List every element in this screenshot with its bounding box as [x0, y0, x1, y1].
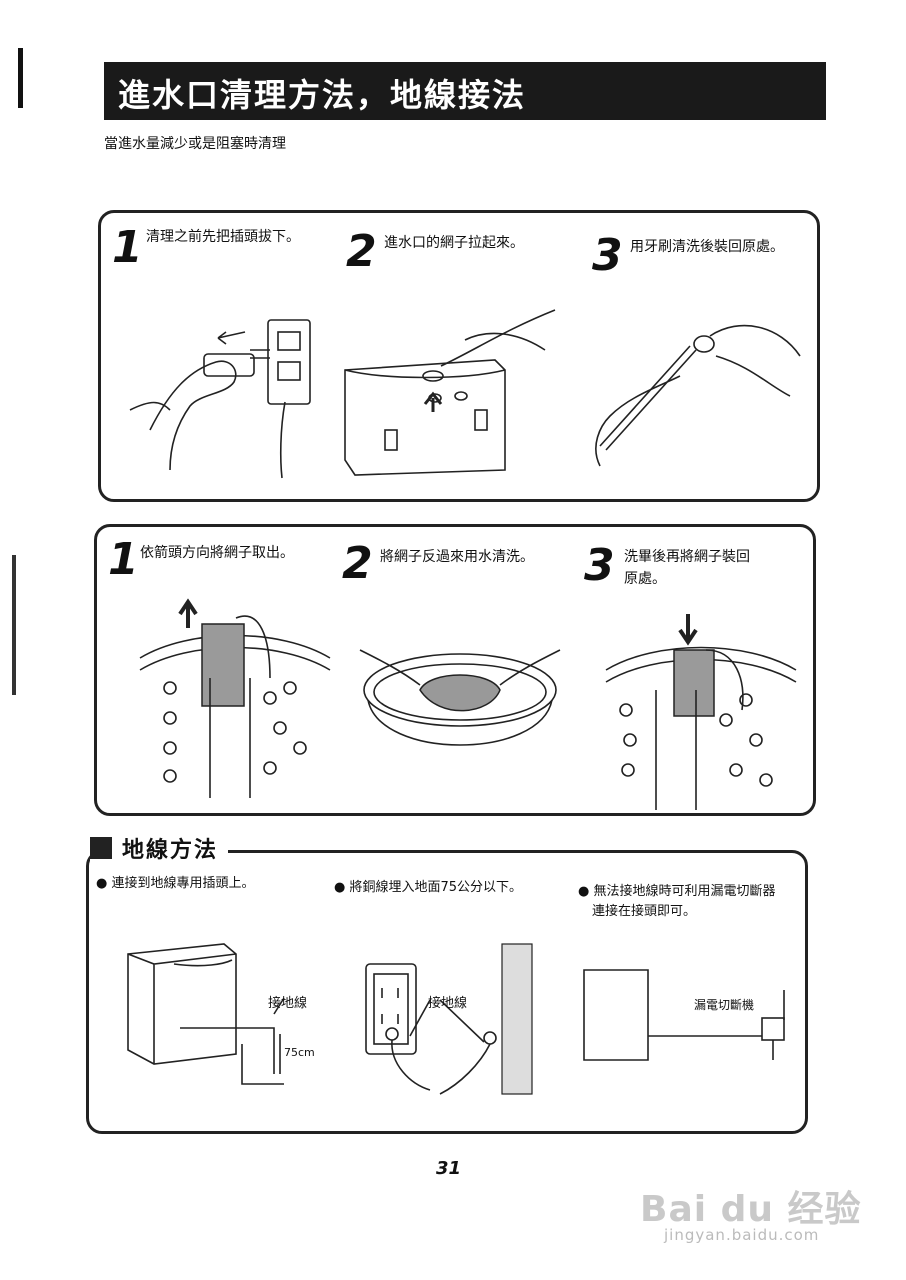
filter-wash-illustration: [359, 649, 561, 746]
intro-text: 當進水量減少或是阻塞時清理: [104, 136, 286, 152]
grounding-panel: [86, 850, 808, 1134]
step-text: 進水口的網子拉起來。: [384, 235, 524, 251]
ground-wire-label: 接地線: [268, 996, 308, 1011]
step-number: 2: [342, 538, 373, 589]
bullet-text: 無法接地線時可利用漏電切斷器: [593, 884, 776, 899]
inlet-cleaning-panel: [98, 210, 820, 502]
ground-wire-label: 接地線: [428, 996, 468, 1011]
step-number: 3: [584, 540, 615, 591]
bullet-text: 連接在接頭即可。: [592, 904, 697, 919]
page-edge-mark: [12, 555, 16, 695]
step-text: 將網子反過來用水清洗。: [380, 549, 534, 565]
filter-remove-illustration: [139, 598, 331, 798]
inlet-mesh-illustration: [344, 309, 556, 476]
page-number: 31: [436, 1158, 462, 1179]
unplug-illustration: [129, 319, 311, 479]
step-number: 1: [112, 222, 143, 273]
step-text: 依箭頭方向將網子取出。: [140, 545, 294, 561]
page-title: 進水口清理方法，地線接法: [118, 76, 527, 114]
breaker-label: 漏電切斷機: [694, 998, 755, 1012]
section-title: 地線方法: [122, 838, 219, 863]
bullet-text: 連接到地線專用插頭上。: [111, 876, 255, 891]
baidu-watermark-url: jingyan.baidu.com: [664, 1226, 820, 1244]
step-number: 3: [592, 230, 623, 281]
section-marker: [90, 837, 112, 859]
step-text: 洗畢後再將網子裝回: [624, 549, 750, 565]
title-bar: [104, 62, 826, 120]
depth-label: 75cm: [284, 1046, 315, 1059]
page-edge-mark: [18, 48, 23, 108]
baidu-watermark: Bai du 经验: [640, 1189, 862, 1230]
step-number: 2: [346, 226, 377, 277]
step-text: 原處。: [624, 571, 666, 587]
washer-ground-illustration: [127, 943, 285, 1085]
bullet-item: ● 將銅線埋入地面75公分以下。: [334, 880, 523, 895]
step-text: 清理之前先把插頭拔下。: [146, 229, 300, 245]
step-text: 用牙刷清洗後裝回原處。: [630, 239, 784, 255]
bullet-text: 將銅線埋入地面75公分以下。: [349, 880, 523, 895]
grounding-section-header: 地線方法: [90, 832, 229, 864]
filter-install-illustration: [605, 614, 797, 810]
bullet-item: ● 連接到地線專用插頭上。: [96, 876, 255, 891]
breaker-illustration: [583, 969, 785, 1061]
step-number: 1: [108, 534, 139, 585]
outlet-ground-illustration: [365, 943, 533, 1095]
brush-cleaning-illustration: [595, 324, 801, 467]
bullet-item: ● 無法接地線時可利用漏電切斷器: [578, 884, 776, 899]
